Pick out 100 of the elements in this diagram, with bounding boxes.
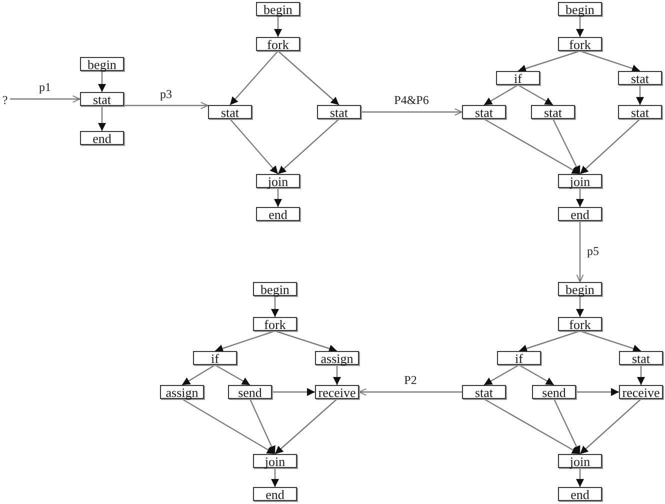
arrow <box>518 364 554 386</box>
process-box <box>558 174 602 188</box>
step-label: begin <box>88 58 116 70</box>
arrow <box>580 50 640 72</box>
arrow <box>249 398 276 454</box>
step-label: end <box>268 208 288 220</box>
step-label: receive <box>318 386 356 398</box>
arrow <box>552 118 581 174</box>
process-box <box>558 282 602 296</box>
step-label: end <box>92 132 112 144</box>
step-label: stat <box>474 386 494 398</box>
step-label: assign <box>166 386 198 398</box>
process-box <box>80 131 124 145</box>
arrow <box>333 365 341 385</box>
process-box <box>315 385 359 399</box>
process-box <box>193 351 237 365</box>
step-label: join <box>264 454 286 468</box>
arrow <box>214 364 250 386</box>
transition-arrow <box>361 108 462 116</box>
arrow <box>274 398 338 454</box>
process-box <box>208 105 252 119</box>
process-box <box>558 317 602 331</box>
step-label: if <box>515 352 523 364</box>
process-box <box>317 105 361 119</box>
process-box <box>558 207 602 221</box>
edge-label: p5 <box>586 244 600 258</box>
arrow <box>182 398 276 455</box>
arrow <box>636 85 644 105</box>
edge-label: P2 <box>403 374 418 387</box>
step-label: end <box>266 488 284 500</box>
transition-arrow <box>358 388 462 396</box>
arrow <box>637 365 645 385</box>
step-label: stat <box>92 92 112 106</box>
step-label: end <box>570 488 590 500</box>
process-box <box>256 174 300 188</box>
process-box <box>497 351 541 365</box>
process-box <box>618 71 662 85</box>
step-label: stat <box>220 106 240 118</box>
process-box <box>496 71 540 85</box>
step-label: send <box>542 386 566 398</box>
arrow <box>274 330 338 352</box>
arrow <box>214 330 276 352</box>
process-box <box>160 385 204 399</box>
arrow <box>576 468 584 487</box>
step-label: join <box>570 174 590 188</box>
edge-label: P4&P6 <box>393 94 430 107</box>
step-label: join <box>570 454 590 468</box>
step-label: end <box>570 208 590 220</box>
transition-arrow <box>124 102 208 110</box>
step-label: stat <box>630 72 650 84</box>
step-label: receive <box>622 386 660 398</box>
process-box <box>253 282 297 296</box>
step-label: fork <box>569 318 591 330</box>
edge-label: p3 <box>159 88 173 100</box>
process-box <box>532 385 576 399</box>
step-label: if <box>211 352 219 364</box>
arrow <box>518 50 580 72</box>
step-label: send <box>238 386 262 398</box>
step-label: stat <box>632 352 650 364</box>
step-label: fork <box>569 38 591 50</box>
arrow <box>98 71 106 92</box>
arrow <box>576 388 619 396</box>
arrow <box>272 388 315 396</box>
step-label: fork <box>264 318 286 330</box>
arrow <box>182 364 216 386</box>
process-box <box>462 385 506 399</box>
process-box <box>619 351 663 365</box>
step-label: join <box>268 174 288 188</box>
step-label: stat <box>330 106 348 118</box>
step-label: fork <box>267 38 289 50</box>
step-label: begin <box>566 282 594 296</box>
arrow <box>271 296 279 317</box>
arrow <box>278 118 340 174</box>
arrow <box>278 50 340 106</box>
process-box <box>558 487 602 501</box>
process-box <box>253 487 297 501</box>
arrow <box>518 330 580 352</box>
process-box <box>462 105 506 119</box>
arrow <box>484 84 518 106</box>
question-mark: ? <box>2 92 8 106</box>
step-label: stat <box>544 106 562 118</box>
arrow <box>576 296 584 317</box>
arrow <box>230 50 278 106</box>
edge-label: p1 <box>38 81 52 94</box>
process-box <box>80 92 124 106</box>
arrow <box>580 118 640 174</box>
arrow <box>230 118 278 174</box>
arrow <box>576 16 584 37</box>
process-box <box>253 317 297 331</box>
process-box <box>558 454 602 468</box>
process-box <box>315 351 359 365</box>
process-box <box>80 57 124 71</box>
transition-arrow <box>10 95 80 103</box>
arrow <box>484 398 580 455</box>
process-box <box>558 2 602 16</box>
process-box <box>256 2 300 16</box>
step-label: begin <box>264 2 292 16</box>
process-box <box>256 207 300 221</box>
arrow <box>576 188 584 207</box>
step-label: stat <box>630 106 650 118</box>
